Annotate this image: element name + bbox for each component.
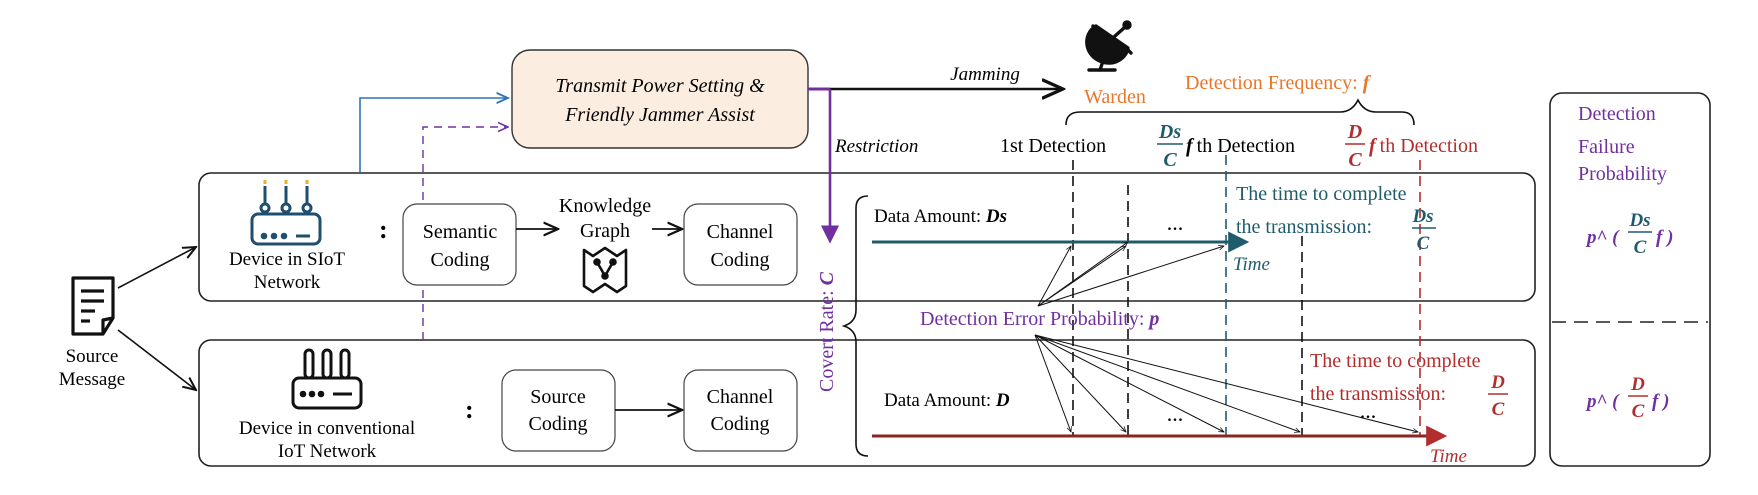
source-coding-line1: Source bbox=[530, 386, 586, 408]
svg-text:Ds: Ds bbox=[1411, 206, 1433, 227]
siot-time-label: Time bbox=[1233, 254, 1270, 275]
siot-ellipsis: ... bbox=[1167, 210, 1184, 235]
source-label-line2: Message bbox=[59, 369, 125, 390]
iot-complete-fraction: D C bbox=[1488, 372, 1508, 420]
iot-time-label: Time bbox=[1430, 446, 1467, 467]
iot-complete-line2: the transmission: bbox=[1310, 383, 1446, 405]
iot-device-label-line2: IoT Network bbox=[278, 441, 377, 462]
svg-text:p^ (: p^ ( bbox=[1585, 227, 1620, 248]
detection-frequency-brace bbox=[1065, 98, 1415, 126]
siot-complete-fraction: Ds C bbox=[1411, 206, 1436, 254]
side-formula-siot: p^ ( Ds C f ) bbox=[1585, 210, 1673, 258]
svg-text:C: C bbox=[1163, 149, 1177, 171]
iot-device-label-line1: Device in conventional bbox=[239, 418, 415, 439]
siot-data-amount: Data Amount: Ds bbox=[874, 206, 1007, 227]
iot-channel-line1: Channel bbox=[707, 386, 774, 408]
svg-text:C: C bbox=[1348, 149, 1362, 171]
svg-text:C: C bbox=[1634, 237, 1647, 258]
side-panel-line1: Detection bbox=[1578, 103, 1656, 125]
power-setting-box bbox=[511, 49, 809, 149]
iot-channel-line2: Coding bbox=[711, 413, 770, 435]
svg-text:Ds: Ds bbox=[1158, 121, 1181, 143]
first-detection-label: 1st Detection bbox=[1000, 135, 1106, 157]
svg-text:fth Detection: fth Detection bbox=[1369, 135, 1478, 157]
router-icon bbox=[250, 180, 322, 246]
source-to-iot-arrow bbox=[117, 329, 196, 390]
siot-to-power-blue-arrow bbox=[359, 98, 508, 173]
side-panel-line2: Failure bbox=[1578, 136, 1635, 158]
svg-text:D: D bbox=[1347, 121, 1362, 143]
jamming-label: Jamming bbox=[950, 64, 1020, 85]
source-coding-line2: Coding bbox=[529, 413, 588, 435]
svg-text:D: D bbox=[1490, 372, 1505, 393]
svg-text:C: C bbox=[1632, 401, 1645, 422]
power-box-line2: Friendly Jammer Assist bbox=[564, 104, 755, 126]
covert-rate-label: Covert Rate: C bbox=[816, 271, 838, 392]
iot-ellipsis-2: ... bbox=[1360, 398, 1377, 423]
svg-text:f ): f ) bbox=[1656, 227, 1673, 248]
iot-channel-coding-box bbox=[683, 369, 798, 452]
svg-text:f ): f ) bbox=[1652, 391, 1669, 412]
detection-frequency-label: Detection Frequency: f bbox=[1185, 72, 1372, 94]
detection-error-label: Detection Error Probability: p bbox=[920, 308, 1159, 330]
semantic-coding-line2: Coding bbox=[431, 249, 490, 271]
source-to-siot-arrow bbox=[117, 247, 196, 289]
detection-fan-down bbox=[1034, 334, 1418, 432]
siot-channel-line1: Channel bbox=[707, 221, 774, 243]
covert-rate-brace bbox=[841, 195, 869, 457]
warden-label: Warden bbox=[1084, 86, 1146, 108]
siot-complete-line1: The time to complete bbox=[1236, 183, 1407, 205]
iot-data-amount: Data Amount: D bbox=[884, 390, 1010, 411]
semantic-coding-box bbox=[402, 203, 517, 286]
source-coding-box bbox=[501, 369, 616, 452]
kg-label-line2: Graph bbox=[580, 220, 630, 242]
detection-fan-up bbox=[1037, 242, 1224, 307]
iot-ellipsis-1: ... bbox=[1167, 401, 1184, 426]
svg-text:C: C bbox=[1492, 399, 1505, 420]
document-icon bbox=[71, 276, 115, 336]
side-formula-iot: p^ ( D C f ) bbox=[1585, 374, 1669, 422]
siot-device-label-line1: Device in SIoT bbox=[229, 249, 345, 270]
knowledge-graph-icon bbox=[582, 246, 628, 294]
siot-channel-coding-box bbox=[683, 203, 798, 286]
siot-network-box bbox=[198, 172, 1536, 302]
svg-text:D: D bbox=[1630, 374, 1645, 395]
iot-colon: : bbox=[465, 395, 474, 424]
siot-colon: : bbox=[379, 215, 388, 244]
svg-text:C: C bbox=[1417, 233, 1430, 254]
siot-channel-line2: Coding bbox=[711, 249, 770, 271]
svg-text:fth Detection: fth Detection bbox=[1186, 135, 1295, 157]
siot-device-label-line2: Network bbox=[254, 272, 321, 293]
power-box-line1: Transmit Power Setting & bbox=[555, 75, 765, 97]
source-label-line1: Source bbox=[66, 346, 119, 367]
satellite-dish-icon bbox=[1085, 20, 1133, 72]
side-panel-line3: Probability bbox=[1578, 163, 1667, 185]
semantic-coding-line1: Semantic bbox=[423, 221, 498, 243]
kg-label-line1: Knowledge bbox=[559, 195, 651, 217]
router-icon bbox=[291, 348, 363, 410]
svg-text:p^ (: p^ ( bbox=[1585, 391, 1620, 412]
svg-text:Ds: Ds bbox=[1628, 210, 1650, 231]
iot-complete-line1: The time to complete bbox=[1310, 350, 1481, 372]
siot-complete-line2: the transmission: bbox=[1236, 216, 1372, 238]
restriction-label: Restriction bbox=[834, 136, 918, 157]
side-panel-box bbox=[1549, 92, 1711, 467]
